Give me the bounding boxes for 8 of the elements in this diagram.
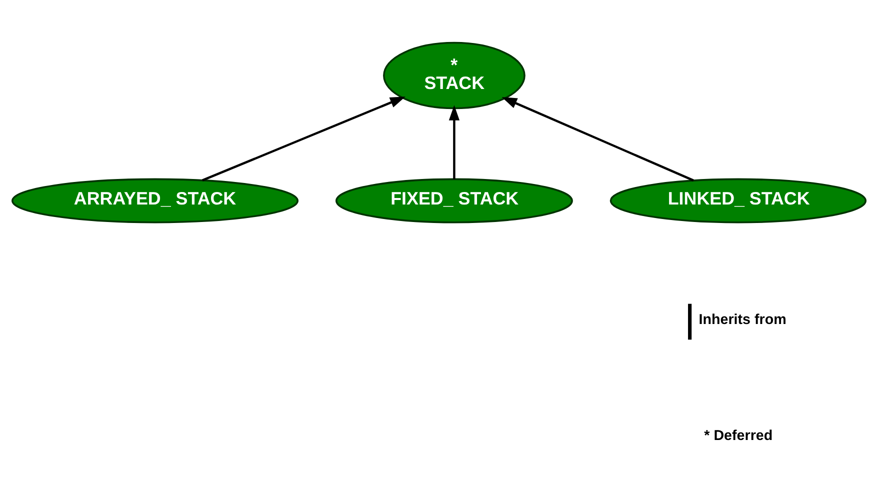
node-ellipse: LINKED_ STACK [610, 178, 867, 224]
arrow [202, 96, 406, 182]
node-ellipse: FIXED_ STACK [335, 178, 573, 224]
label: * Deferred [704, 428, 773, 444]
arrow [448, 105, 460, 180]
legend-label: Inherits from [698, 312, 786, 328]
node-ellipse: ARRAYED_ STACK [12, 178, 299, 224]
arrow [502, 97, 694, 182]
